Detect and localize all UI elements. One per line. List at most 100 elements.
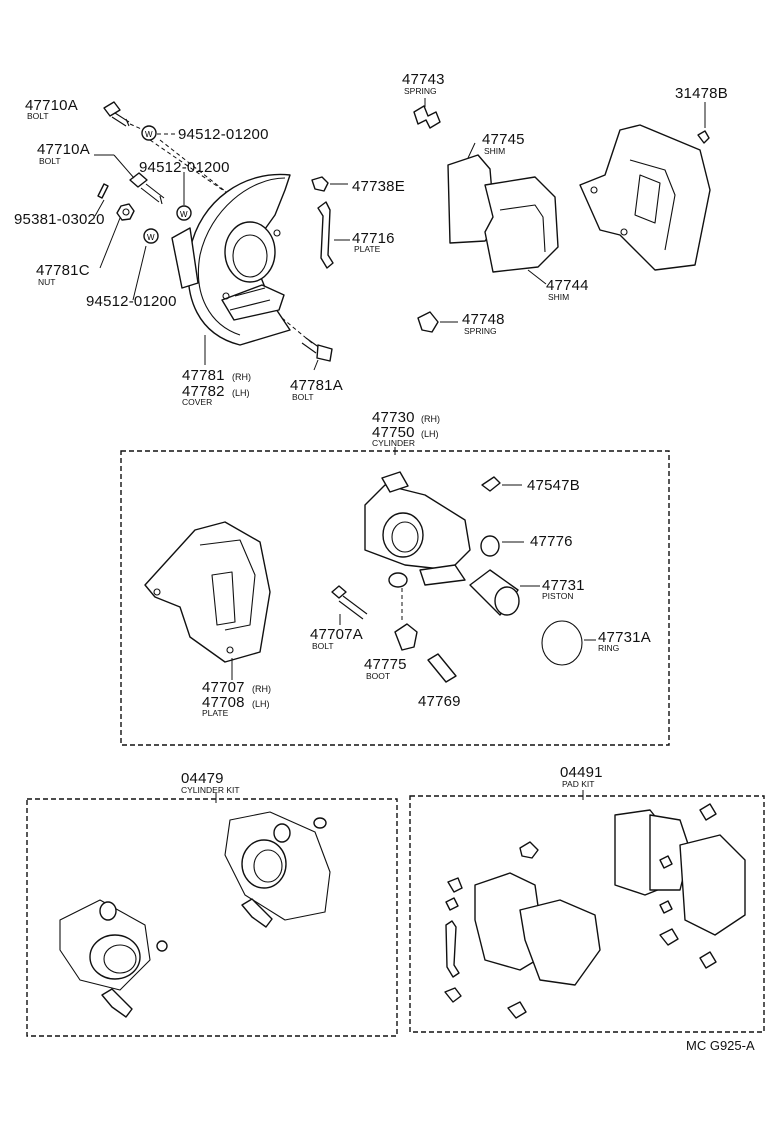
- kit-spring-3-icon: [444, 987, 462, 1003]
- caliper-support-icon: [579, 124, 711, 271]
- label-47731A: 47731A: [598, 629, 651, 646]
- label-bolt-3: BOLT: [292, 392, 314, 402]
- pad-hardware-group: 47743 SPRING 47745 SHIM 47738E 47716 PLA…: [311, 71, 589, 336]
- plate-47707-icon: [144, 521, 271, 663]
- kit-cap-4-icon: [156, 940, 168, 952]
- label-bolt-4: BOLT: [312, 641, 334, 651]
- label-washer-3: 94512-01200: [86, 293, 177, 310]
- kit-spring-2-icon: [447, 877, 463, 893]
- washer-1-mark: W: [145, 130, 153, 139]
- label-47710A-mid: 47710A: [37, 141, 90, 158]
- label-rh-2: (RH): [421, 414, 440, 424]
- label-shim-2: SHIM: [548, 292, 569, 302]
- label-31478B: 31478B: [675, 85, 728, 102]
- kit-spring-4-icon: [507, 1001, 527, 1019]
- label-47781: 47781: [182, 367, 225, 384]
- kit-clip-1-icon: [445, 897, 459, 911]
- label-cylinder: CYLINDER: [372, 438, 415, 448]
- label-47745: 47745: [482, 131, 525, 148]
- label-47708: 47708: [202, 694, 245, 711]
- label-lh-1: (LH): [232, 388, 250, 398]
- washer-2-icon: [176, 205, 192, 221]
- label-washer-2: 94512-01200: [139, 159, 230, 176]
- cylinder-parts-group: 47547B 47776 47731 PISTON 47731A RING 47…: [144, 471, 651, 718]
- kit-boot-upper-icon: [224, 811, 331, 921]
- kit-clip-2-icon: [659, 855, 673, 869]
- boot-47775-icon: [394, 623, 418, 651]
- washer-3-icon: [143, 228, 159, 244]
- label-bolt-2: BOLT: [39, 156, 61, 166]
- pad-kit-box: [409, 795, 765, 1033]
- label-plate-2: PLATE: [202, 708, 229, 718]
- label-plate-1: PLATE: [354, 244, 381, 254]
- kit-cap-2-icon: [313, 817, 327, 829]
- pad-kit-parts: [444, 803, 746, 1019]
- bolt-47710A-mid-icon: [129, 172, 165, 205]
- label-47782: 47782: [182, 383, 225, 400]
- cap-47776-icon: [480, 535, 500, 557]
- washer-3-mark: W: [147, 233, 155, 242]
- pin-47769-icon: [427, 653, 457, 683]
- label-cylinder-kit: CYLINDER KIT: [181, 785, 240, 795]
- label-spring-1: SPRING: [404, 86, 437, 96]
- label-47710A-top: 47710A: [25, 97, 78, 114]
- label-lh-3: (LH): [252, 699, 270, 709]
- label-47769: 47769: [418, 693, 461, 710]
- label-boot: BOOT: [366, 671, 390, 681]
- ring-47731A-icon: [541, 620, 583, 666]
- kit-spring-1-icon: [519, 841, 539, 859]
- bolt-47707A-icon: [331, 585, 368, 620]
- label-shim-1: SHIM: [484, 146, 505, 156]
- label-47743: 47743: [402, 71, 445, 88]
- label-47707: 47707: [202, 679, 245, 696]
- nut-47781C-icon: [116, 203, 135, 221]
- label-47730: 47730: [372, 409, 415, 426]
- label-47775: 47775: [364, 656, 407, 673]
- label-47781C: 47781C: [36, 262, 90, 279]
- pin-95381-icon: [97, 183, 109, 199]
- bolt-47781A-icon: [301, 337, 333, 362]
- kit-clip-3-icon: [659, 900, 673, 914]
- dust-cover-icon: [171, 173, 291, 346]
- kit-plate-icon: [445, 920, 460, 978]
- spring-47748-icon: [417, 311, 439, 333]
- clip-31478B-icon: [697, 130, 710, 144]
- label-47738E: 47738E: [352, 178, 405, 195]
- label-nut: NUT: [38, 277, 55, 287]
- label-47748: 47748: [462, 311, 505, 328]
- label-rh-3: (RH): [252, 684, 271, 694]
- cylinder-kit-box: [26, 798, 398, 1037]
- label-spring-2: SPRING: [464, 326, 497, 336]
- label-lh-2: (LH): [421, 429, 439, 439]
- clip-47738E-icon: [311, 176, 329, 192]
- spring-47743-icon: [413, 105, 441, 129]
- kit-pad-3-icon: [679, 834, 746, 936]
- label-47707A: 47707A: [310, 626, 363, 643]
- kit-spring-5-icon: [699, 803, 717, 821]
- cylinder-kit-parts: [59, 811, 331, 1018]
- kit-cap-3-icon: [99, 901, 117, 921]
- label-washer-1: 94512-01200: [178, 126, 269, 143]
- bleeder-47547B-icon: [481, 476, 501, 492]
- dust-cover-group: W W W: [14, 97, 343, 407]
- label-pin: 95381-03020: [14, 211, 105, 228]
- label-ring: RING: [598, 643, 619, 653]
- kit-boot-4-icon: [101, 988, 133, 1018]
- kit-cap-1-icon: [273, 823, 291, 843]
- label-cover: COVER: [182, 397, 212, 407]
- label-bolt-1: BOLT: [27, 111, 49, 121]
- label-47750: 47750: [372, 424, 415, 441]
- caliper-support-group: 31478B: [579, 85, 728, 271]
- kit-pad-2-icon: [519, 899, 601, 986]
- label-04479: 04479: [181, 770, 224, 787]
- label-piston: PISTON: [542, 591, 574, 601]
- kit-spring-7-icon: [699, 951, 717, 969]
- kit-boot-2-icon: [241, 898, 273, 928]
- label-47716: 47716: [352, 230, 395, 247]
- label-rh-1: (RH): [232, 372, 251, 382]
- caliper-cylinder-icon: [364, 471, 471, 588]
- label-47744: 47744: [546, 277, 589, 294]
- label-47731: 47731: [542, 577, 585, 594]
- label-47781A: 47781A: [290, 377, 343, 394]
